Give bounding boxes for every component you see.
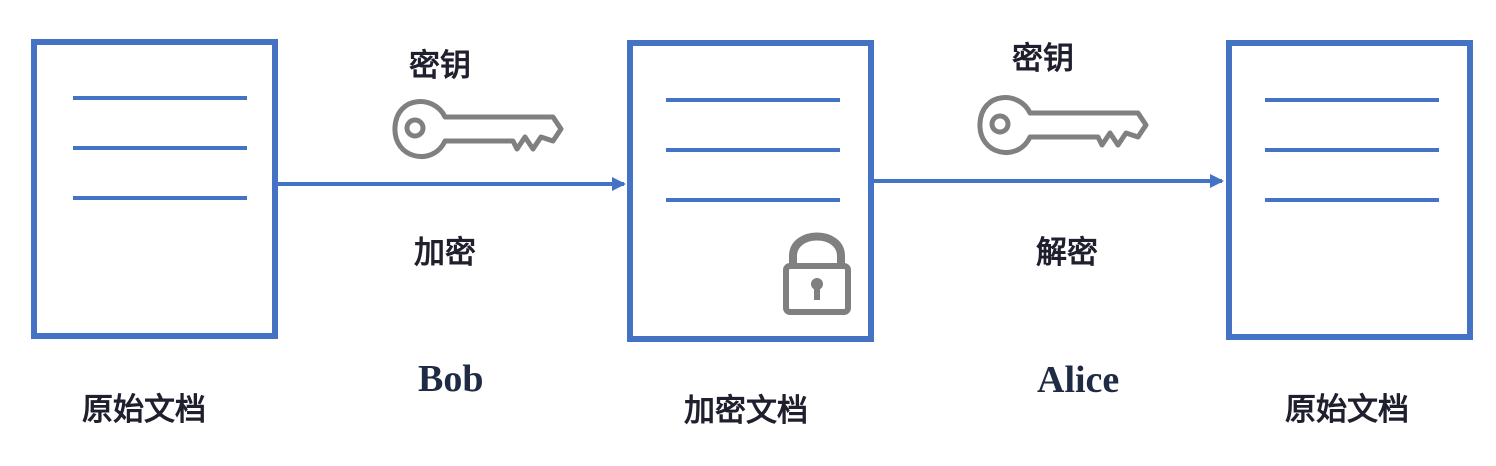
original-document-left	[31, 39, 278, 339]
original-document-right	[1226, 40, 1473, 340]
encrypt-action-label: 加密	[414, 235, 476, 271]
decrypt-key-label: 密钥	[1012, 41, 1074, 77]
document-text-line	[666, 198, 840, 202]
document-text-line	[666, 148, 840, 152]
encrypt-key-label: 密钥	[409, 48, 471, 84]
key-icon	[392, 99, 564, 159]
padlock-icon	[783, 232, 851, 315]
document-text-line	[73, 96, 247, 100]
original-document-right-caption: 原始文档	[1285, 392, 1409, 428]
decrypt-action-label: 解密	[1036, 235, 1098, 271]
document-text-line	[1265, 98, 1439, 102]
encrypt-actor-label: Bob	[418, 358, 484, 400]
decrypt-actor-label: Alice	[1037, 359, 1120, 401]
document-text-line	[1265, 198, 1439, 202]
document-text-line	[1265, 148, 1439, 152]
key-icon	[977, 95, 1149, 155]
document-text-line	[73, 146, 247, 150]
document-text-line	[73, 196, 247, 200]
encrypted-document-caption: 加密文档	[684, 393, 808, 429]
document-text-line	[666, 98, 840, 102]
original-document-left-caption: 原始文档	[82, 392, 206, 428]
